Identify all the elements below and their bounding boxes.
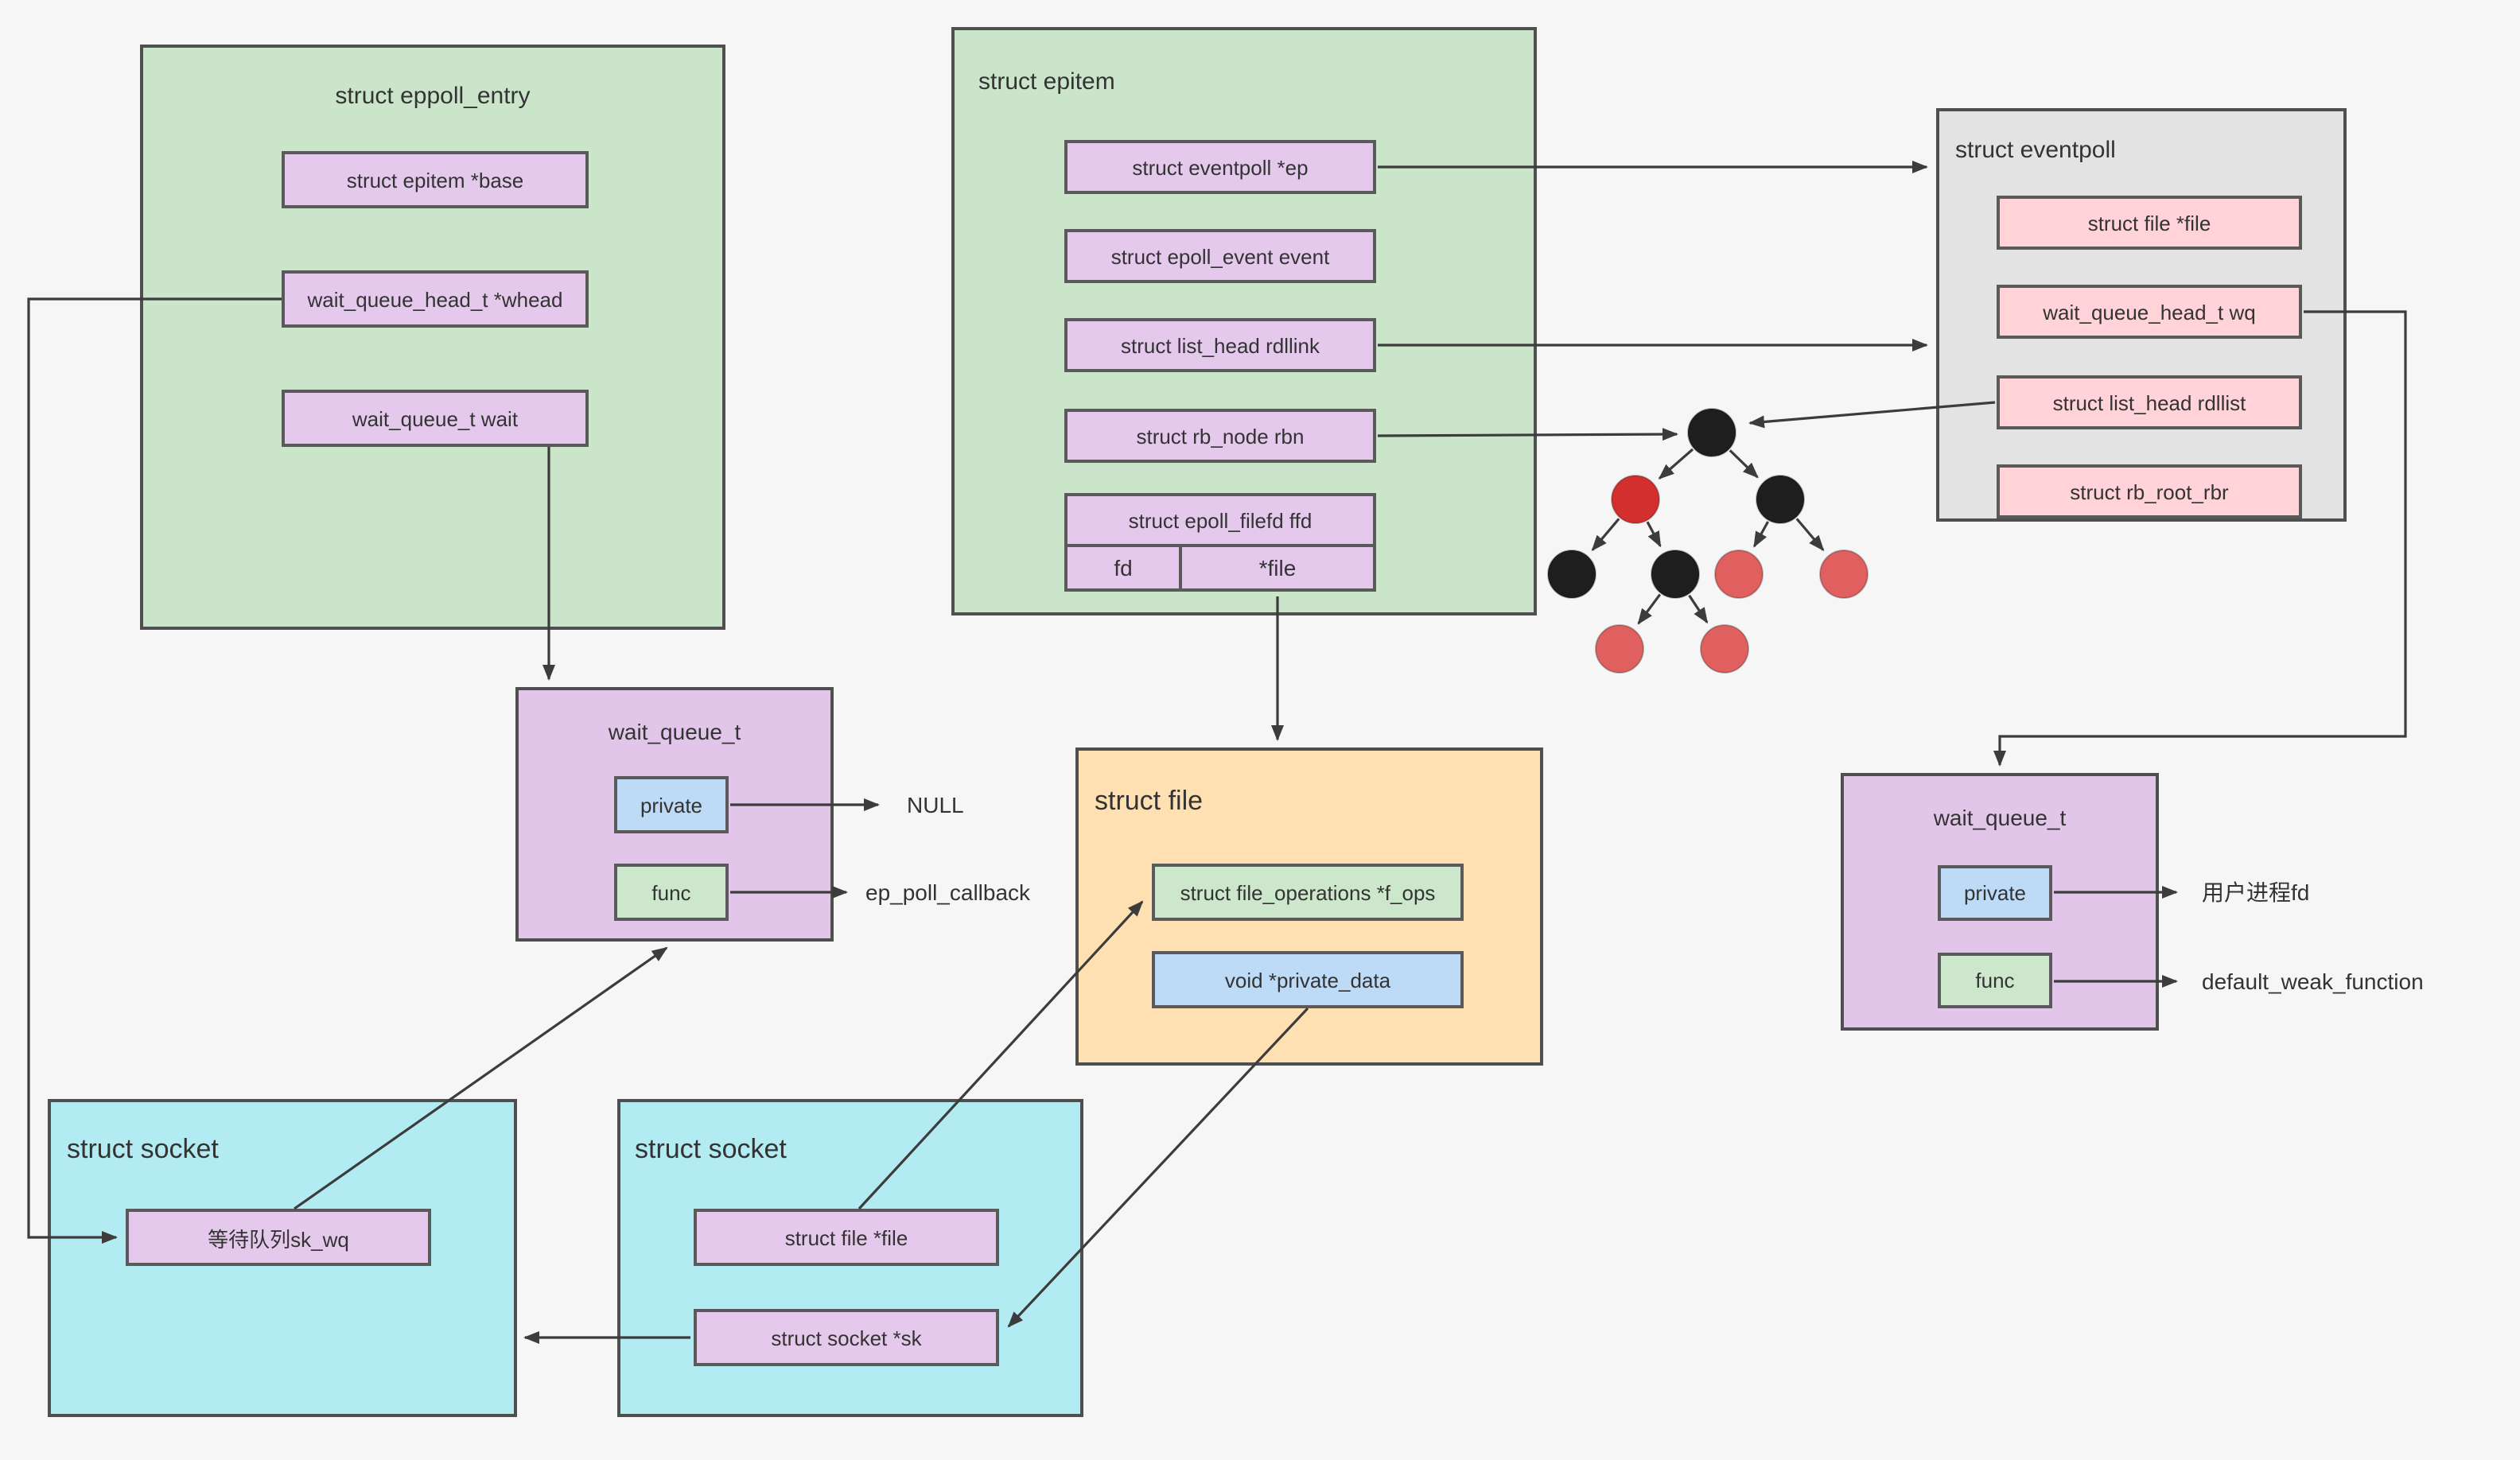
rbtree-node-black [1651, 549, 1700, 599]
user-process-fd-label: 用户进程fd [2202, 879, 2310, 905]
field-private-right: private [1938, 865, 2052, 921]
field-wait-queue-head-wq: wait_queue_head_t wq [1997, 285, 2302, 339]
field-rb-node-rbn: struct rb_node rbn [1064, 409, 1376, 463]
struct-file-title: struct file [1095, 786, 1204, 816]
rbtree-edge [1658, 448, 1694, 480]
rbtree-edge [1753, 521, 1769, 548]
struct-socket-center-title: struct socket [635, 1134, 787, 1164]
wait-queue-t-right-box: wait_queue_t private func [1841, 773, 2159, 1031]
field-void-private-data: void *private_data [1152, 951, 1464, 1008]
field-list-head-rdllist: struct list_head rdllist [1997, 375, 2302, 429]
wait-queue-t-right-title: wait_queue_t [1933, 805, 2067, 830]
struct-epitem-title: struct epitem [978, 68, 1115, 95]
field-private-left: private [614, 776, 729, 833]
field-epoll-filefd-ffd: struct epoll_filefd ffd [1064, 493, 1376, 547]
struct-socket-left-box: struct socket 等待队列sk_wq [48, 1099, 517, 1417]
default-weak-function-label: default_weak_function [2202, 969, 2424, 994]
rbtree-node-red [1700, 624, 1749, 674]
struct-epitem-box: struct epitem struct eventpoll *ep struc… [951, 27, 1537, 615]
field-eventpoll-ep: struct eventpoll *ep [1064, 140, 1376, 194]
wait-queue-t-left-title: wait_queue_t [608, 719, 741, 744]
field-file-file: struct file *file [1997, 196, 2302, 250]
field-wait-queue-t-wait: wait_queue_t wait [282, 390, 589, 447]
rbtree-edge [1646, 521, 1662, 548]
field-rb-root-rbr: struct rb_root_rbr [1997, 464, 2302, 518]
rbtree-edge [1591, 518, 1620, 552]
rbtree-node-red [1595, 624, 1644, 674]
struct-socket-left-title: struct socket [67, 1134, 219, 1164]
field-list-head-rdllink: struct list_head rdllink [1064, 318, 1376, 372]
wait-queue-t-left-box: wait_queue_t private func [515, 687, 834, 942]
rbtree-node-black [1687, 408, 1736, 457]
rbtree-edge [1688, 594, 1709, 624]
field-epitem-base: struct epitem *base [282, 151, 589, 208]
field-wait-queue-head-whead: wait_queue_head_t *whead [282, 270, 589, 328]
field-file-operations-fops: struct file_operations *f_ops [1152, 864, 1464, 921]
struct-socket-center-box: struct socket struct file *file struct s… [617, 1099, 1083, 1417]
struct-eventpoll-box: struct eventpoll struct file *file wait_… [1936, 108, 2347, 522]
field-socket-sk: struct socket *sk [694, 1309, 999, 1366]
field-func-right: func [1938, 953, 2052, 1008]
struct-file-box: struct file struct file_operations *f_op… [1075, 747, 1543, 1066]
rbtree-edge [1637, 593, 1662, 625]
struct-eppoll-entry-title: struct eppoll_entry [335, 83, 531, 110]
struct-eppoll-entry-box: struct eppoll_entry struct epitem *base … [140, 45, 725, 630]
rbtree-node-red [1714, 549, 1764, 599]
ep-poll-callback-label: ep_poll_callback [865, 879, 1031, 905]
rbtree-node-red [1819, 549, 1869, 599]
field-func-left: func [614, 864, 729, 921]
rbtree-edge [1795, 518, 1825, 552]
field-ffd-fd-cell: fd [1064, 544, 1182, 592]
field-ffd-file-cell: *file [1179, 544, 1376, 592]
field-socket-file: struct file *file [694, 1209, 999, 1266]
rbtree-node-black [1547, 549, 1596, 599]
struct-eventpoll-title: struct eventpoll [1955, 137, 2116, 164]
rbtree-node-bright-red [1611, 475, 1660, 524]
red-black-tree [1547, 408, 1869, 674]
field-epoll-event-event: struct epoll_event event [1064, 229, 1376, 283]
null-label: NULL [907, 792, 964, 817]
field-sk-wq: 等待队列sk_wq [126, 1209, 431, 1266]
rbtree-node-black [1756, 475, 1805, 524]
rbtree-edge [1729, 449, 1759, 479]
